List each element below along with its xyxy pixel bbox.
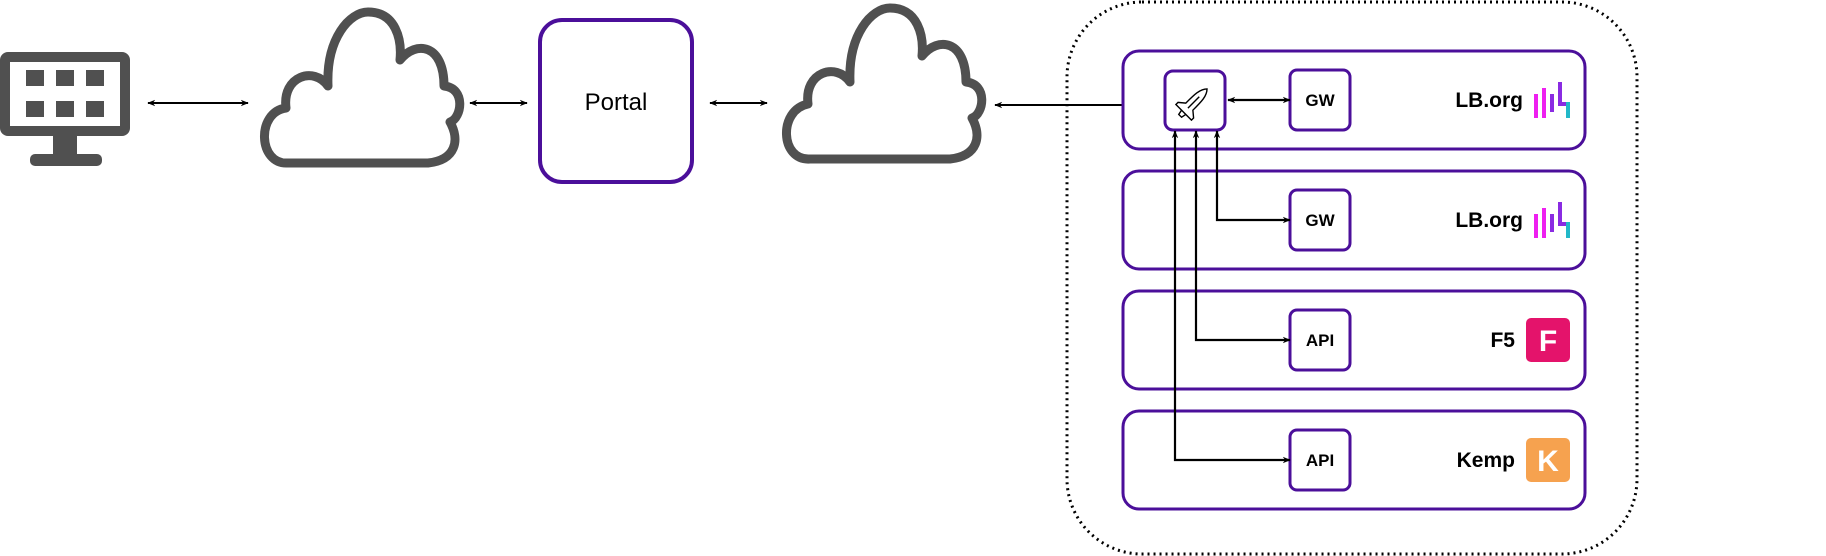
vendor-label: LB.org <box>1455 209 1523 232</box>
lb-row-frame <box>1121 49 1587 151</box>
row-node-label: API <box>1306 331 1334 350</box>
vendor-badge-icon: K <box>1526 438 1570 482</box>
row-node-label: API <box>1306 451 1334 470</box>
vendor-badge-letter: K <box>1537 445 1559 478</box>
hub-node[interactable] <box>1163 69 1227 132</box>
connector-hub-api2 <box>1171 130 1291 464</box>
vendor-label: Kemp <box>1457 449 1515 472</box>
row-node-label: GW <box>1305 91 1335 110</box>
vendor-badge-icon: F <box>1526 318 1570 362</box>
vendor-badge-letter: F <box>1539 325 1557 358</box>
portal-box[interactable] <box>538 18 694 184</box>
bar-logo-icon <box>1534 82 1570 118</box>
monitor-icon <box>0 52 130 166</box>
portal-label: Portal <box>585 89 648 116</box>
cloud-icon <box>782 3 987 164</box>
vendor-label: F5 <box>1490 329 1515 352</box>
lb-row-frame <box>1121 289 1587 391</box>
cloud-icon <box>260 7 465 168</box>
cluster-boundary <box>1065 0 1639 556</box>
lb-row[interactable]: GW LB.org <box>1121 49 1587 151</box>
vendor-label: LB.org <box>1455 89 1523 112</box>
space-shuttle-icon <box>1174 88 1208 122</box>
lb-row[interactable]: API F F5 <box>1121 289 1587 391</box>
lb-row[interactable]: GW LB.org <box>1121 169 1587 271</box>
row-node-label: GW <box>1305 211 1335 230</box>
bar-logo-icon <box>1534 202 1570 238</box>
hub-connectors <box>1171 96 1291 464</box>
